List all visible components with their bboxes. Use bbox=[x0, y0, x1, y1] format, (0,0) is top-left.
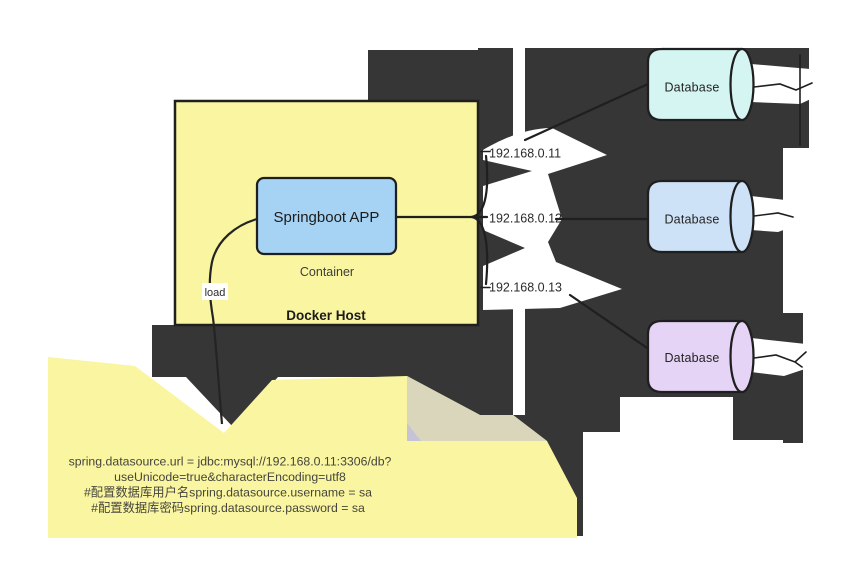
db-out-tick-1 bbox=[753, 82, 813, 91]
database-body bbox=[648, 49, 742, 120]
highlight-cloud bbox=[751, 64, 826, 104]
load-badge bbox=[202, 283, 228, 300]
springboot-app-label: Springboot APP bbox=[274, 209, 380, 226]
connector-fan-bottom bbox=[470, 215, 489, 286]
ip-label-2: 192.168.0.12 bbox=[489, 212, 562, 226]
database-body-outline bbox=[646, 319, 742, 394]
database-body-outline bbox=[646, 179, 742, 254]
docker-host-label: Docker Host bbox=[286, 308, 366, 323]
database-cap bbox=[729, 179, 755, 254]
shadow-notch-wedge bbox=[186, 377, 278, 427]
database-cap bbox=[729, 47, 755, 122]
database-body bbox=[648, 181, 742, 252]
database-label-1: Database bbox=[664, 81, 719, 95]
connectors bbox=[394, 54, 813, 368]
database-cylinder-3: Database bbox=[646, 319, 755, 394]
note-line-2: useUnicode=true&characterEncoding=utf8 bbox=[114, 470, 346, 484]
note-fold bbox=[407, 376, 547, 441]
load-connector: load bbox=[202, 217, 258, 425]
db-out-tick-2 bbox=[753, 212, 794, 218]
shadow-wedge bbox=[483, 160, 532, 186]
note-fold-accent bbox=[407, 423, 421, 441]
note-line-4: #配置数据库密码spring.datasource.password = sa bbox=[91, 500, 365, 515]
shadow-block bbox=[783, 313, 803, 443]
shadow-cloud-wedges bbox=[483, 160, 532, 266]
shadow-block bbox=[368, 50, 478, 102]
ip-label-1: 192.168.0.11 bbox=[489, 147, 561, 161]
note-bubble: spring.datasource.url = jdbc:mysql://192… bbox=[48, 357, 577, 538]
database-cap bbox=[729, 319, 755, 394]
db-out-tick-3 bbox=[753, 351, 807, 368]
database-label-3: Database bbox=[664, 351, 719, 365]
connector-db-3 bbox=[568, 293, 652, 352]
ip-labels: 192.168.0.11 192.168.0.12 192.168.0.13 bbox=[489, 147, 562, 295]
highlight-cloud bbox=[751, 196, 806, 232]
database-body bbox=[648, 321, 742, 392]
ip-label-3: 192.168.0.13 bbox=[489, 281, 562, 295]
springboot-app-box: Springboot APP bbox=[255, 176, 398, 256]
database-cylinder-1: Database bbox=[646, 47, 755, 122]
note-line-1: spring.datasource.url = jdbc:mysql://192… bbox=[69, 455, 392, 469]
load-label: load bbox=[205, 287, 226, 299]
note-line-3: #配置数据库用户名spring.datasource.username = sa bbox=[84, 485, 372, 500]
database-cylinder-2: Database bbox=[646, 179, 755, 254]
database-body-outline bbox=[646, 47, 742, 122]
connector-db-1 bbox=[523, 82, 650, 142]
shadow-block bbox=[152, 325, 478, 377]
shadow-wedge bbox=[483, 230, 525, 266]
container-label: Container bbox=[300, 265, 354, 279]
connector-fan-top bbox=[470, 154, 489, 219]
database-label-2: Database bbox=[664, 213, 719, 227]
